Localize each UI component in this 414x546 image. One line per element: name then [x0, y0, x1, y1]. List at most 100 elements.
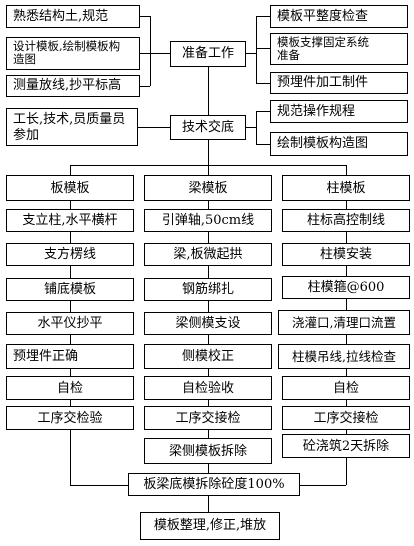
step-label: 柱模安装 — [319, 247, 372, 262]
slab-step: 工序交检验 — [6, 406, 134, 430]
column-step: 工序交接检 — [282, 406, 410, 430]
beam-step: 梁侧模板拆除 — [144, 438, 272, 464]
step-label: 浇灌口,清理口流置 — [292, 315, 396, 330]
connector — [70, 485, 128, 486]
column-step: 柱模安装 — [282, 243, 410, 266]
beam-step: 工序交接检 — [144, 406, 272, 430]
step-label: 砼浇筑2天拆除 — [302, 439, 390, 454]
step-label: 工序交检验 — [37, 411, 103, 426]
connector — [140, 86, 150, 87]
column-header-label: 柱模板 — [326, 181, 366, 196]
step-label: 工序交接检 — [175, 411, 241, 426]
column-header-slab: 板模板 — [6, 175, 134, 201]
step-label: 支方楞线 — [43, 247, 96, 262]
step-label: 梁侧模板拆除 — [168, 444, 247, 459]
prep-input-box: 熟悉结构土,规范 — [6, 5, 140, 28]
connector — [208, 67, 209, 115]
beam-step: 引弹轴,50cm线 — [144, 209, 272, 232]
slab-step: 铺底模板 — [6, 278, 134, 301]
tech-input-text: 工长,技术,员质量员参加 — [13, 112, 126, 143]
connector — [256, 144, 270, 145]
connector — [256, 111, 257, 144]
connector — [208, 496, 209, 512]
step-label: 钢筋绑扎 — [181, 282, 234, 297]
connector — [140, 53, 150, 54]
step-label: 柱标高控制线 — [306, 213, 385, 228]
column-step: 砼浇筑2天拆除 — [282, 434, 410, 458]
connector — [208, 165, 209, 175]
beam-step: 侧模校正 — [144, 344, 272, 369]
prep-input-text: 测量放线,抄平标高 — [13, 78, 122, 93]
prep-output-text: 模板平整度检查 — [277, 9, 369, 24]
slab-step: 预埋件正确 — [6, 344, 134, 369]
column-step: 柱模箍@600 — [282, 276, 410, 299]
step-label: 梁,板微起拱 — [173, 247, 243, 262]
prep-output-box: 模板支撑固定系统准备 — [270, 33, 408, 65]
tech-output-box: 绘制模板构造图 — [270, 132, 408, 156]
prep-input-text: 熟悉结构土,规范 — [13, 9, 109, 24]
prep-output-box: 预埋件加工制件 — [270, 72, 408, 94]
removal-label: 板梁底模拆除砼度100% — [143, 477, 285, 492]
tech-input-box: 工长,技术,员质量员参加 — [6, 108, 138, 146]
final-tidy-box: 模板整理,修正,堆放 — [140, 512, 280, 540]
connector — [140, 16, 150, 17]
slab-step: 自检 — [6, 376, 134, 400]
column-step: 柱模吊线,拉线检查 — [278, 344, 410, 369]
beam-step: 梁,板微起拱 — [144, 243, 272, 266]
column-header-label: 板模板 — [50, 181, 90, 196]
step-label: 自检 — [332, 381, 359, 396]
column-header-column: 柱模板 — [282, 175, 410, 201]
connector — [256, 16, 257, 83]
prep-output-text: 模板支撑固定系统准备 — [277, 35, 369, 62]
step-label: 柱模吊线,拉线检查 — [292, 349, 396, 364]
connector — [138, 127, 170, 128]
step-label: 预埋件正确 — [13, 349, 79, 364]
step-label: 支立柱,水平横杆 — [22, 213, 118, 228]
connector — [150, 16, 151, 86]
tech-output-text: 绘制模板构造图 — [277, 136, 369, 151]
step-label: 自检验收 — [181, 381, 234, 396]
step-label: 柱模箍@600 — [307, 280, 385, 295]
step-label: 工序交接检 — [313, 411, 379, 426]
connector — [256, 111, 270, 112]
prep-input-text: 设计模板,绘制模板构造图 — [13, 39, 121, 66]
column-step: 柱标高控制线 — [282, 209, 410, 232]
prep-output-text: 预埋件加工制件 — [277, 75, 369, 90]
step-label: 侧模校正 — [181, 349, 234, 364]
prep-output-box: 模板平整度检查 — [270, 5, 408, 28]
formwork-removal-box: 板梁底模拆除砼度100% — [128, 473, 300, 496]
connector — [300, 485, 346, 486]
slab-step: 支方楞线 — [6, 243, 134, 266]
slab-step: 支立柱,水平横杆 — [6, 209, 134, 232]
connector — [346, 165, 347, 175]
column-step: 浇灌口,清理口流置 — [278, 310, 410, 335]
column-header-label: 梁模板 — [188, 181, 228, 196]
step-label: 自检 — [56, 381, 83, 396]
connector — [246, 53, 256, 54]
connector — [150, 53, 170, 54]
connector — [256, 16, 270, 17]
step-label: 梁侧模支设 — [175, 316, 241, 331]
column-step: 自检 — [282, 376, 410, 400]
step-label: 引弹轴,50cm线 — [161, 213, 255, 228]
prep-input-box: 设计模板,绘制模板构造图 — [6, 37, 140, 70]
connector — [256, 83, 270, 84]
final-label: 模板整理,修正,堆放 — [153, 518, 267, 533]
beam-step: 梁侧模支设 — [144, 312, 272, 335]
tech-center-label: 技术交底 — [181, 120, 234, 135]
step-label: 水平仪抄平 — [37, 316, 103, 331]
connector — [208, 140, 209, 165]
slab-step: 水平仪抄平 — [6, 312, 134, 335]
step-label: 铺底模板 — [43, 282, 96, 297]
tech-output-box: 规范操作规程 — [270, 100, 408, 123]
column-header-beam: 梁模板 — [144, 175, 272, 201]
tech-center-box: 技术交底 — [170, 115, 246, 140]
beam-step: 钢筋绑扎 — [144, 278, 272, 301]
tech-output-text: 规范操作规程 — [277, 104, 356, 119]
prep-center-label: 准备工作 — [181, 46, 234, 61]
prep-center-box: 准备工作 — [170, 41, 246, 67]
connector — [256, 48, 270, 49]
connector — [70, 165, 71, 175]
prep-input-box: 测量放线,抄平标高 — [6, 75, 140, 97]
